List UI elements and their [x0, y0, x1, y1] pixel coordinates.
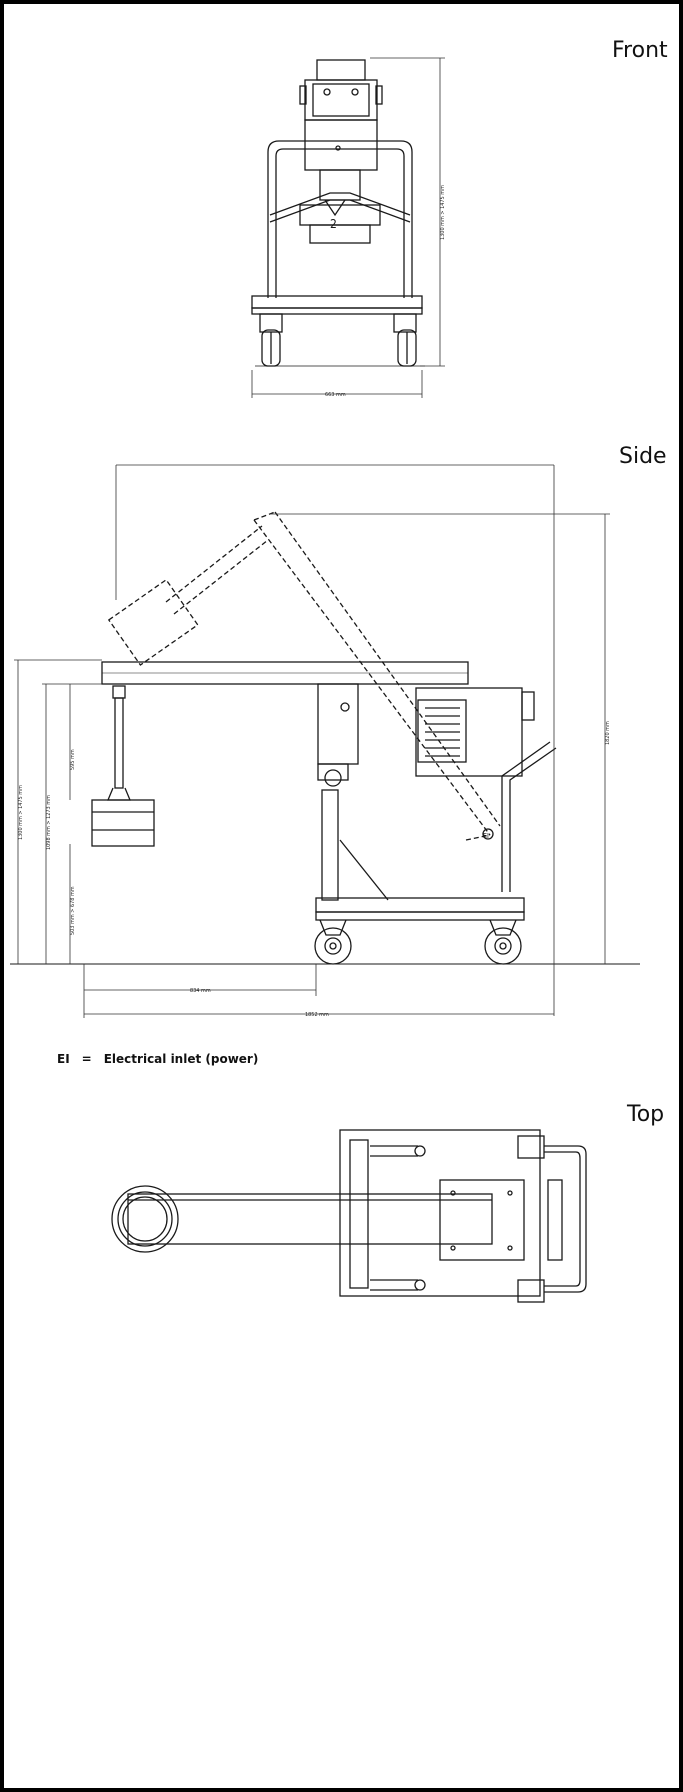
- svg-text:2: 2: [330, 217, 337, 231]
- side-view-title: Side: [619, 444, 667, 469]
- top-view-drawing: [111, 1129, 587, 1303]
- legend: EI = Electrical inlet (power): [57, 1052, 258, 1066]
- legend-text: Electrical inlet (power): [103, 1052, 259, 1066]
- push-handle: [501, 741, 551, 892]
- ei-callout-label: EI: [483, 832, 489, 840]
- side-view-drawing: [10, 511, 640, 965]
- top-view-title: Top: [627, 1102, 665, 1127]
- motor-cap: [316, 59, 366, 81]
- front-view-title: Front: [612, 38, 668, 63]
- raised-arm-outline: [107, 511, 501, 841]
- side-dimensions: [14, 464, 610, 1018]
- top-arm: [127, 1193, 493, 1245]
- left-column: [114, 697, 124, 789]
- side-wheel-rear: [484, 927, 522, 965]
- chassis: [251, 295, 423, 309]
- left-grinder-head: [91, 799, 155, 847]
- handle-frame: [267, 140, 413, 298]
- electrical-box: [415, 687, 523, 777]
- top-head-outer: [111, 1185, 179, 1253]
- front-dimensions: [251, 57, 445, 398]
- front-view-drawing: 2: [251, 59, 425, 367]
- cart-chassis: [315, 897, 525, 913]
- legend-abbr: EI: [57, 1052, 70, 1066]
- column: [304, 119, 378, 171]
- legend-equals: =: [81, 1052, 92, 1066]
- top-push-handle: [544, 1145, 587, 1293]
- main-column: [317, 683, 359, 765]
- side-wheel-front: [314, 927, 352, 965]
- motor-head: [304, 79, 378, 121]
- ei-callout: [482, 828, 494, 840]
- top-cart-frame: [339, 1129, 541, 1297]
- top-motor-plate: [439, 1179, 525, 1261]
